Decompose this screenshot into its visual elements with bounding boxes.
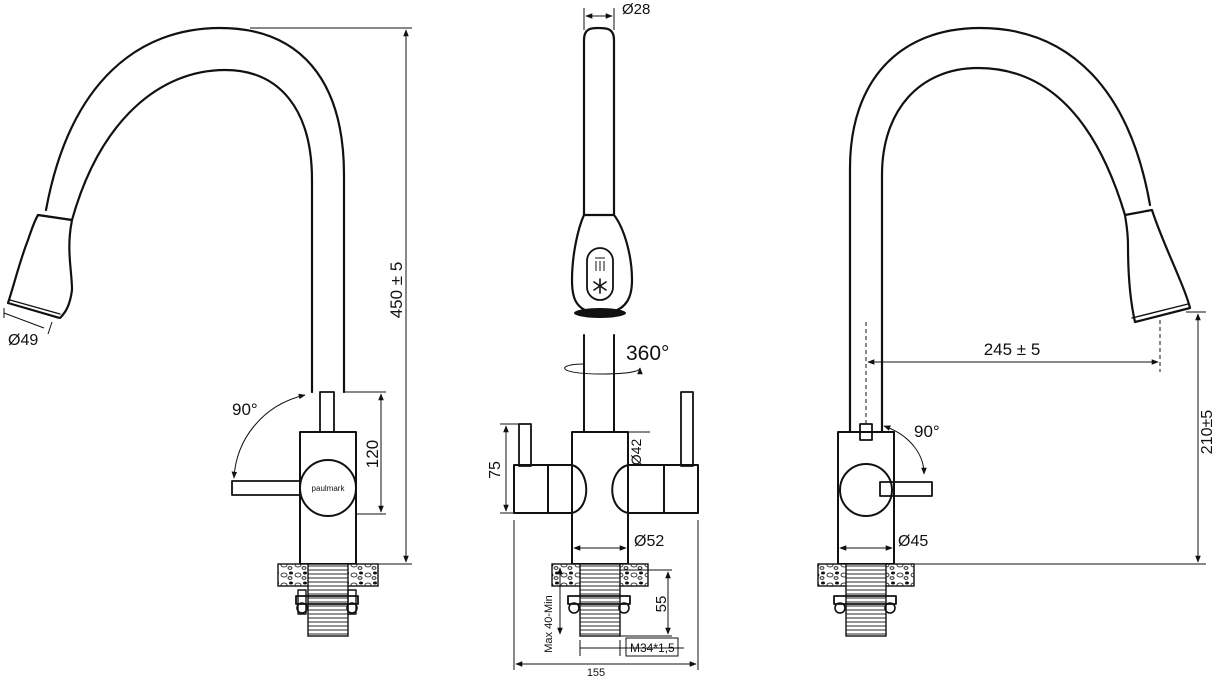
front-handle-height-label: 75 <box>487 461 504 479</box>
front-width-label: 155 <box>587 667 605 678</box>
right-threaded-rod <box>845 563 887 637</box>
front-view: Ø28 360° Ø42 Ø52 75 55 Max 40-Min M34*1,… <box>487 1 699 678</box>
left-side-lever <box>231 480 301 496</box>
right-faucet-body <box>837 431 895 565</box>
right-spray-head <box>1123 208 1192 324</box>
left-spout-inner <box>70 68 314 394</box>
left-faucet-body <box>299 431 357 565</box>
front-swivel-arrow <box>564 363 643 375</box>
front-spray-head <box>570 213 634 314</box>
right-spout-inner <box>880 66 1127 434</box>
front-right-handle-block <box>663 464 699 514</box>
left-spray-head <box>6 213 74 320</box>
left-rotation-label: 90° <box>232 400 258 419</box>
front-spray-nozzle <box>574 308 626 318</box>
snowflake-icon <box>593 278 607 294</box>
front-right-lever <box>680 391 694 467</box>
right-view: 245 ± 5 210±5 90° Ø45 <box>817 26 1216 637</box>
right-rotation-label: 90° <box>914 422 940 441</box>
right-spout-outer <box>848 26 1152 434</box>
right-handle-disc <box>839 463 893 517</box>
left-handle-lever <box>319 391 335 433</box>
left-view: 450 ± 5 Ø49 90° 120 paulmark <box>3 26 412 637</box>
right-reach-label: 245 ± 5 <box>984 340 1041 359</box>
front-threaded-rod <box>579 563 621 637</box>
left-diameter-label: Ø49 <box>8 332 38 349</box>
front-thread-label: M34*1,5 <box>630 641 675 655</box>
left-threaded-rod <box>307 563 349 637</box>
front-mounting-label: Max 40-Min <box>543 595 555 652</box>
front-base-diameter-label: Ø52 <box>634 533 664 550</box>
front-spout-tube <box>582 26 616 217</box>
right-body-diameter-label: Ø45 <box>898 533 928 550</box>
left-brand-label: paulmark <box>312 484 346 493</box>
left-spout-outer <box>44 26 346 394</box>
droplets-icon <box>595 257 605 271</box>
front-swivel-label: 360° <box>626 342 669 365</box>
front-body-diameter-label: Ø42 <box>628 439 644 466</box>
right-height-label: 210±5 <box>1199 410 1216 454</box>
front-left-lever <box>518 423 532 467</box>
front-thread-length-label: 55 <box>653 596 670 613</box>
front-top-diameter-label: Ø28 <box>622 1 650 18</box>
left-body-height-label: 120 <box>363 440 382 468</box>
front-left-handle-block <box>513 464 549 514</box>
left-height-label: 450 ± 5 <box>387 262 406 319</box>
front-faucet-body <box>571 431 629 565</box>
right-side-lever <box>879 481 933 497</box>
front-spray-buttons <box>586 247 614 301</box>
